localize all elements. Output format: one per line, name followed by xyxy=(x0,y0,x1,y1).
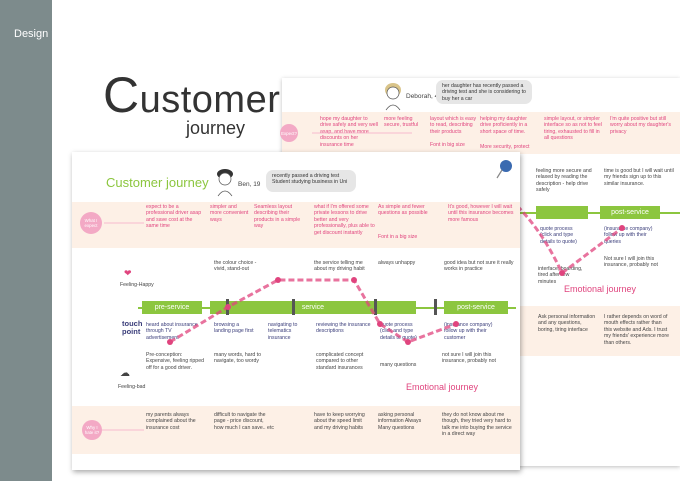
emotion-point xyxy=(453,321,459,327)
heart-icon: ❤ xyxy=(124,268,132,278)
stage-tick xyxy=(374,299,377,315)
emotional-journey-label: Emotional journey xyxy=(406,382,479,392)
back-touchpoint-quote: quote process (click and type details to… xyxy=(540,226,577,245)
back-expect-5: simple layout, or simpler interface so a… xyxy=(544,116,602,142)
expect-note-3: Seamless layout describing their product… xyxy=(254,204,301,230)
cloud-icon: ☁ xyxy=(120,368,130,379)
post-service-bar: post-service xyxy=(444,301,508,314)
back-why-note-1: Ask personal information and any questio… xyxy=(538,314,596,333)
back-post-service-bar: post-service xyxy=(600,206,660,219)
back-bad-note-2: Not sure I will join this insurance, pro… xyxy=(604,256,658,269)
back-expect-4: helping my daughter drive proficiently i… xyxy=(480,116,528,135)
back-why-band xyxy=(520,306,680,356)
why-band xyxy=(72,406,520,454)
bad-note-1: Pre-conception: Expensive, feeling rippe… xyxy=(146,352,204,371)
why-note-5: they do not know about me though, they t… xyxy=(442,412,512,438)
why-note-2: difficult to navigate the page - price d… xyxy=(214,412,274,431)
back-expect-extra-2: More security, protect xyxy=(480,144,530,150)
expect-note-2: simpler and more convenient ways xyxy=(210,204,249,223)
back-happy-note-2: time is good but I will wait until my fr… xyxy=(604,168,674,187)
back-expect-3: layout which is easy to read, describing… xyxy=(430,116,477,135)
front-journey-card: Customer journey Ben, 19 recently passed… xyxy=(72,152,520,470)
face-icon xyxy=(217,169,233,197)
emotion-point xyxy=(167,339,173,345)
page-title: Customer xyxy=(103,66,280,124)
ben-avatar xyxy=(212,166,238,197)
project-label: Design project xyxy=(14,28,85,40)
what-i-expect-circle: What I expect xyxy=(80,212,102,234)
emotion-curve xyxy=(102,222,459,431)
happy-note-1: the colour choice - vivid, stand-out xyxy=(214,260,257,273)
emotion-point xyxy=(225,304,231,310)
journey-card-title: Customer journey xyxy=(106,175,209,190)
why-i-hate-it-circle: Why I hate it? xyxy=(82,420,102,440)
bad-note-2: many words, hard to navigate, too wordy xyxy=(214,352,261,365)
stage-tick xyxy=(292,299,295,315)
sidebar-band: Design project xyxy=(0,0,84,481)
touchpoint-1: heard about insurance through TV adverti… xyxy=(146,322,198,341)
emotion-point xyxy=(275,277,281,283)
pre-service-bar: pre-service xyxy=(142,301,202,314)
page-subtitle: journey xyxy=(186,118,246,138)
ben-name: Ben, 19 xyxy=(238,181,261,188)
feeling-bad-label: Feeling-bad xyxy=(118,384,146,390)
deborah-avatar xyxy=(380,80,406,111)
expect-note-1: expect to be a professional driver asap … xyxy=(146,204,202,230)
stage-tick xyxy=(434,299,437,315)
touchpoint-2: browsing a landing page first xyxy=(214,322,254,335)
expect-band xyxy=(72,202,520,248)
back-service-bar xyxy=(536,206,588,219)
why-note-1: my parents always complained about the i… xyxy=(146,412,196,431)
touchpoint-6: (insurance company) follow up with their… xyxy=(444,322,493,341)
service-bar: service xyxy=(210,301,416,314)
touchpoint-5: quote process (click and type details to… xyxy=(380,322,417,341)
back-why-note-2: I rather depends on word of mouth effect… xyxy=(604,314,669,346)
title-capital: C xyxy=(103,67,140,123)
expect-note-4: what if I'm offered some private lessons… xyxy=(314,204,375,236)
back-expect-1: hope my daughter to drive safely and ver… xyxy=(320,116,378,148)
happy-note-4: good idea but not sure it really works i… xyxy=(444,260,514,273)
emotion-point xyxy=(377,321,383,327)
bad-note-4: many questions xyxy=(380,362,417,368)
pin-icon xyxy=(494,158,514,180)
bad-note-3: complicated concept compared to other st… xyxy=(316,352,364,371)
back-expect-circle: Expect? xyxy=(280,124,298,142)
title-rest: ustomer xyxy=(139,79,281,121)
expect-note-5: As simple and fewer questions as possibl… xyxy=(378,204,428,217)
back-expect-6: I'm quite positive but still worry about… xyxy=(610,116,671,135)
touchpoint-3: navigating to telematics insurance xyxy=(268,322,298,341)
happy-note-2: the service telling me about my driving … xyxy=(314,260,365,273)
touchpoint-4: reviewing the insurance descriptions xyxy=(316,322,371,335)
back-expect-2: more feeling secure, trustful xyxy=(384,116,419,129)
emotion-point xyxy=(405,339,411,345)
back-expect-extra-1: Font in big size xyxy=(430,142,465,148)
font-size-note: Font in a big size xyxy=(378,234,418,240)
why-note-4: asking personal information Always Many … xyxy=(378,412,422,431)
back-happy-note-1: feeling more secure and relaxed by readi… xyxy=(536,168,592,194)
deborah-quote: her daughter has recently passed a drivi… xyxy=(436,80,532,104)
happy-note-3: always unhappy xyxy=(378,260,416,266)
expect-note-6: It's good, however I will wait until thi… xyxy=(448,204,514,223)
ben-quote: recently passed a driving test Student s… xyxy=(266,170,356,192)
back-emotional-label: Emotional journey xyxy=(564,284,637,294)
feeling-happy-label: Feeling-Happy xyxy=(120,282,154,288)
bad-note-5: not sure I will join this insurance, pro… xyxy=(442,352,496,365)
why-note-3: have to keep worrying about the speed li… xyxy=(314,412,365,431)
face-icon xyxy=(385,83,401,111)
back-touchpoint-followup: (insurance company) follow up with their… xyxy=(604,226,653,245)
emotion-point xyxy=(351,277,357,283)
